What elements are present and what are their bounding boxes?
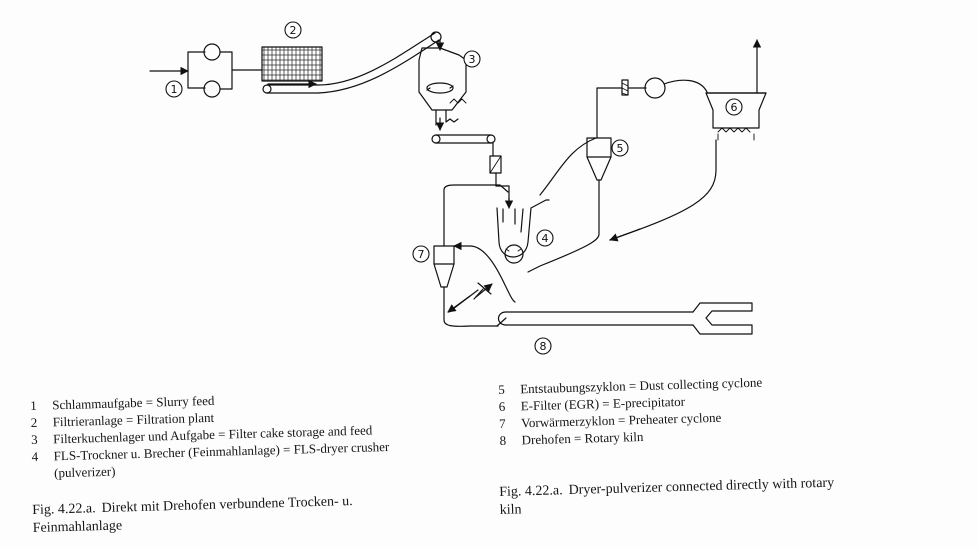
svg-text:1: 1	[171, 83, 178, 96]
callout-1: 1	[165, 80, 183, 98]
callout-2: 2	[284, 21, 302, 39]
dryer-crusher	[495, 137, 597, 264]
svg-text:4: 4	[542, 232, 549, 245]
callout-4: 4	[536, 229, 554, 247]
callout-3: 3	[463, 50, 481, 68]
svg-text:3: 3	[469, 53, 476, 66]
svg-text:5: 5	[617, 142, 624, 155]
rotary-kiln	[497, 302, 753, 335]
preheater-cyclone	[433, 184, 516, 327]
svg-text:6: 6	[731, 101, 738, 114]
slurry-feed-unit	[149, 43, 263, 98]
svg-text:7: 7	[418, 248, 425, 261]
e-precipitator	[609, 39, 767, 242]
callout-6: 6	[725, 98, 743, 116]
callout-5: 5	[611, 139, 629, 157]
callout-7: 7	[412, 245, 430, 263]
filtration-plant	[261, 31, 442, 94]
svg-text:2: 2	[290, 24, 297, 37]
filter-cake-storage	[418, 39, 502, 187]
callout-8: 8	[534, 337, 552, 355]
dust-collecting-cyclone	[527, 77, 708, 273]
svg-text:8: 8	[540, 340, 547, 353]
